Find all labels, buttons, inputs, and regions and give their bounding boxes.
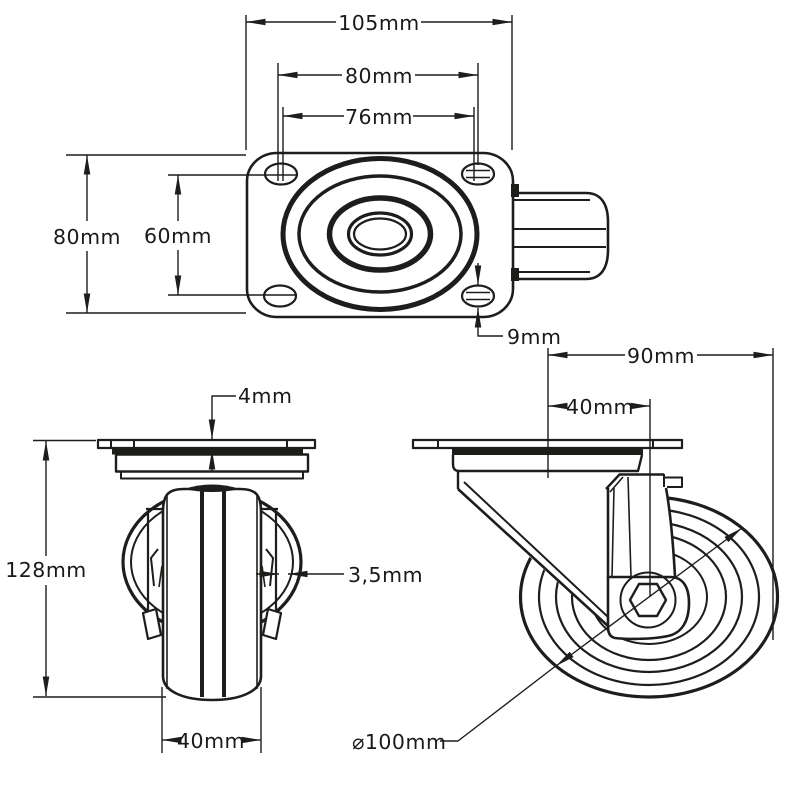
dim-label: 76mm — [345, 105, 413, 129]
plate-pad — [112, 448, 303, 455]
mounting-slot — [460, 284, 496, 308]
dim-plate-thickness: 4mm — [208, 384, 292, 471]
leg-bevel-line — [609, 476, 624, 493]
mounting-slot — [262, 284, 298, 308]
front-view: 4mm 128mm 3,5mm 40mm — [5, 384, 423, 753]
dim-label: 90mm — [627, 344, 695, 368]
guard-tab — [150, 548, 159, 587]
leader-line — [474, 308, 503, 337]
fork-legs — [146, 507, 278, 610]
leader-line — [208, 395, 236, 439]
dim-wheel-diameter: ⌀100mm — [352, 527, 743, 754]
dim-side-clearance: 3,5mm — [256, 563, 423, 587]
dim-label: 3,5mm — [348, 563, 423, 587]
dim-overall-height: 128mm — [5, 439, 166, 698]
bearing-ring — [280, 156, 480, 312]
leg-bevel — [605, 473, 621, 490]
bearing-ring — [326, 195, 434, 273]
guard-tab-line — [158, 565, 163, 588]
fork-leg-cap — [141, 607, 163, 641]
mounting-holes — [262, 162, 496, 308]
side-view: 90mm 40mm ⌀100mm — [352, 344, 780, 754]
bearing-ring — [297, 174, 463, 294]
center-bore — [352, 217, 408, 251]
wheel-outline — [513, 191, 610, 281]
bearing-ring — [346, 211, 414, 257]
fork-leg-cap — [261, 607, 283, 641]
dim-plate-length: 105mm — [245, 11, 513, 150]
brake-tab — [663, 474, 683, 488]
wheel-tread — [161, 487, 263, 702]
dim-slot-width: 9mm — [474, 263, 561, 349]
dim-label: 128mm — [5, 558, 87, 582]
dim-hole-spacing-length: 80mm — [277, 63, 479, 181]
dim-wheel-width: 40mm — [161, 687, 262, 753]
dim-hole-spacing-width: 60mm — [144, 174, 297, 296]
dim-slot-spacing-length: 76mm — [282, 105, 475, 181]
axle-end-mark — [511, 184, 519, 197]
axle-end-mark — [511, 268, 519, 281]
dim-label: 80mm — [345, 64, 413, 88]
tread-top-shadow — [184, 484, 240, 492]
leader-line — [440, 664, 558, 742]
swivel-bearing-rings — [280, 156, 480, 312]
swivel-housing-lip — [120, 470, 304, 480]
dim-plate-width: 80mm — [53, 154, 246, 314]
hub-block — [606, 571, 691, 641]
mounting-slot — [263, 162, 299, 186]
top-view: 105mm 80mm 76mm 80mm — [53, 11, 610, 349]
diameter-line — [555, 527, 743, 667]
dim-label: 80mm — [53, 225, 121, 249]
dim-label: 105mm — [338, 11, 420, 35]
dim-label: 40mm — [177, 729, 245, 753]
wheel-top-view — [511, 184, 610, 281]
dim-label: 9mm — [507, 325, 561, 349]
dim-overall-length: 90mm — [547, 344, 774, 640]
dim-label: ⌀100mm — [352, 730, 446, 754]
dim-label: 40mm — [566, 395, 634, 419]
dim-label: 4mm — [238, 384, 292, 408]
mounting-plate-outline — [245, 151, 515, 319]
dim-label: 60mm — [144, 224, 212, 248]
